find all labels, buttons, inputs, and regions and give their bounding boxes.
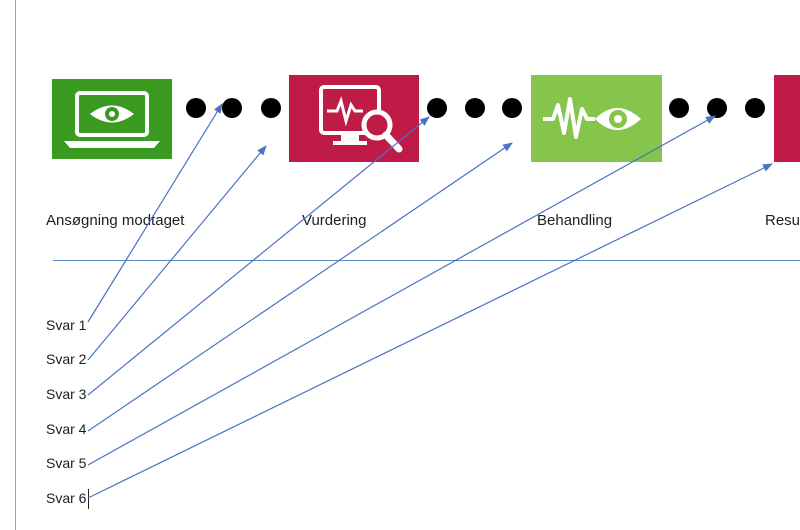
- stage-label-application-received: Ansøgning modtaget: [46, 212, 185, 229]
- answer-label-1: Svar 1: [46, 317, 87, 333]
- arrow-answer-1: [87, 103, 223, 323]
- stage-icon-assessment: [289, 75, 419, 162]
- arrow-answer-5: [87, 115, 716, 466]
- stage-label-processing: Behandling: [537, 212, 613, 229]
- stage-icon-processing: [531, 75, 662, 162]
- connector-dot: [745, 98, 765, 118]
- answer-label-5: Svar 5: [46, 455, 87, 471]
- text-cursor: [88, 489, 89, 509]
- stage-icon-application-received: [52, 79, 172, 159]
- connector-dot: [222, 98, 242, 118]
- answer-label-4: Svar 4: [46, 421, 87, 437]
- answer-label-6: Svar 6: [46, 490, 87, 506]
- page-margin-line: [15, 0, 16, 530]
- connector-dot: [465, 98, 485, 118]
- section-divider: [53, 260, 800, 261]
- stage-label-result: Resul: [765, 212, 800, 229]
- answer-label-2: Svar 2: [46, 351, 87, 367]
- connector-dot: [669, 98, 689, 118]
- arrow-answer-4: [87, 142, 513, 432]
- laptop-eye-icon: [64, 91, 160, 148]
- wave-eye-icon: [543, 97, 641, 139]
- arrow-answer-2: [87, 145, 267, 361]
- connector-dot: [427, 98, 447, 118]
- connector-dot: [707, 98, 727, 118]
- stage-icon-result: [774, 75, 800, 162]
- connector-dot: [502, 98, 522, 118]
- monitor-magnifier-icon: [319, 85, 403, 153]
- connector-dot: [261, 98, 281, 118]
- connector-dot: [186, 98, 206, 118]
- stage-label-assessment: Vurdering: [302, 212, 367, 229]
- arrow-answer-3: [87, 116, 430, 396]
- arrow-answer-6: [87, 163, 773, 499]
- answer-label-3: Svar 3: [46, 386, 87, 402]
